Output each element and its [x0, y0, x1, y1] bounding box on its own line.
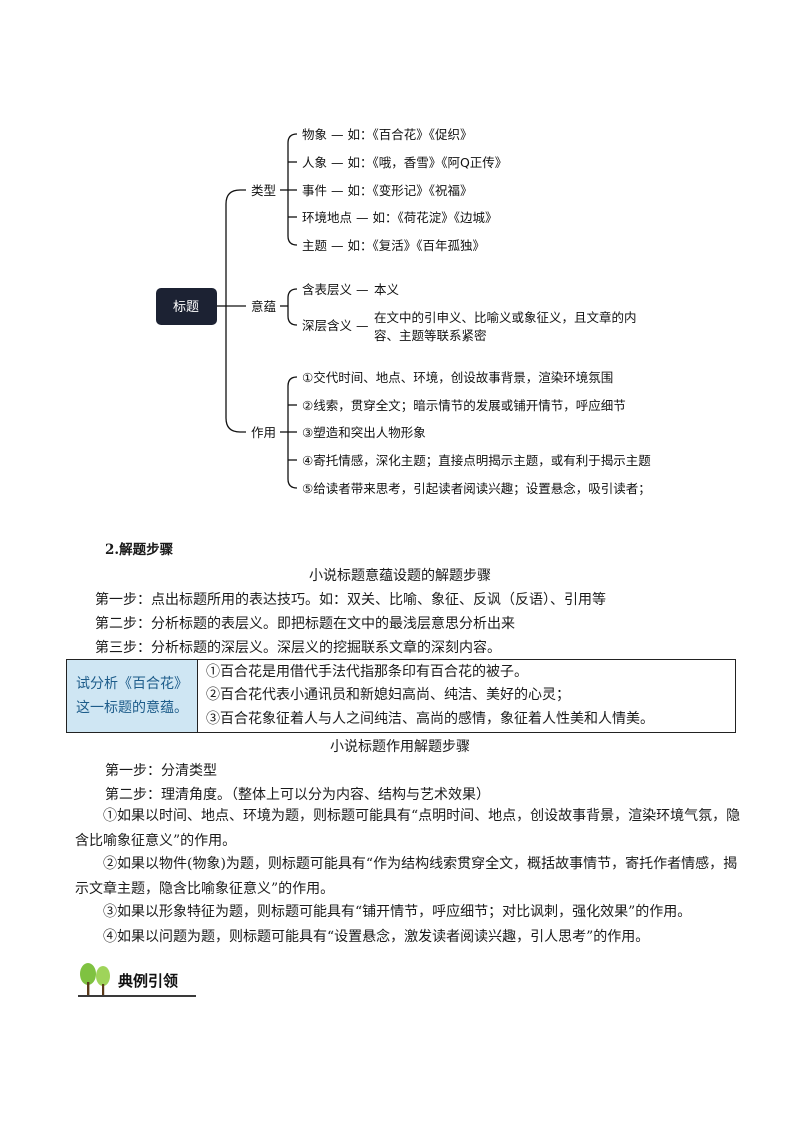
branch-label-meaning: 意蕴	[251, 299, 277, 314]
mindmap-root-node	[156, 288, 217, 325]
example-answer-cell: ①百合花是用借代手法代指那条印有百合花的被子。 ②百合花代表小通讯员和新媳妇高尚…	[197, 659, 736, 733]
meaning-step-2: 第二步：分析标题的表层义。即把标题在文中的最浅层意思分析出来	[95, 616, 515, 632]
function-item-3: ③塑造和突出人物形象	[302, 425, 426, 440]
function-paragraph-2: ②如果以物件(物象)为题，则标题可能具有“作为结构线索贯穿全文，概括故事情节，寄…	[75, 856, 738, 897]
meaning-deep-term: 深层含义 —	[302, 318, 368, 333]
type-item-place: 环境地点 — 如：《荷花淀》《边城》	[302, 210, 497, 225]
function-paragraph-3: ③如果以形象特征为题，则标题可能具有“铺开情节，呼应细节；对比讽刺，强化效果”的…	[103, 904, 692, 920]
type-item-object: 物象 — 如：《百合花》《促织》	[302, 127, 472, 142]
tree-icon	[80, 963, 110, 995]
meaning-surface-text: 本义	[374, 282, 400, 297]
branch-label-function: 作用	[251, 425, 276, 440]
meaning-deep-line-2: 容、主题等联系紧密	[374, 328, 487, 343]
function-paragraph-1: ①如果以时间、地点、环境为题，则标题可能具有“点明时间、地点，创设故事背景，渲染…	[75, 808, 741, 849]
function-item-2: ②线索，贯穿全文；暗示情节的发展或铺开情节，呼应细节	[302, 398, 626, 413]
function-step-1: 第一步：分清类型	[105, 763, 217, 779]
example-question-cell: 试分析《百合花》 这一标题的意蕴。	[66, 659, 198, 733]
title-mindmap: 标题 类型 意蕴 作用 物象 — 如：《百合花》《促织》 人象 — 如：《哦，香…	[156, 127, 651, 496]
example-banner: 典例引领	[78, 962, 200, 1002]
function-steps-title: 小说标题作用解题步骤	[330, 739, 470, 755]
meaning-surface-term: 含表层义 —	[302, 282, 368, 297]
type-item-event: 事件 — 如：《变形记》《祝福》	[302, 183, 472, 198]
branch-label-type: 类型	[251, 183, 276, 198]
example-answer-1: ①百合花是用借代手法代指那条印有百合花的被子。	[206, 663, 528, 680]
example-question-line-1: 试分析《百合花》	[76, 676, 188, 692]
example-answer-3: ③百合花象征着人与人之间纯洁、高尚的感情，象征着人性美和人情美。	[206, 710, 654, 727]
meaning-step-1: 第一步：点出标题所用的表达技巧。如：双关、比喻、象征、反讽（反语）、引用等	[95, 592, 606, 608]
function-item-4: ④寄托情感，深化主题；直接点明揭示主题，或有利于揭示主题	[302, 453, 651, 468]
example-table: 试分析《百合花》 这一标题的意蕴。 ①百合花是用借代手法代指那条印有百合花的被子…	[66, 659, 736, 733]
function-paragraph-4: ④如果以问题为题，则标题可能具有“设置悬念，激发读者阅读兴趣，引人思考”的作用。	[103, 929, 650, 945]
meaning-steps-title: 小说标题意蕴设题的解题步骤	[309, 568, 491, 584]
function-item-1: ①交代时间、地点、环境，创设故事背景，渲染环境氛围	[302, 370, 613, 385]
section-heading: 2.解题步骤	[105, 542, 174, 558]
banner-label: 典例引领	[118, 972, 179, 990]
function-step-2: 第二步：理清角度。（整体上可以分为内容、结构与艺术效果）	[105, 787, 490, 803]
meaning-deep-line-1: 在文中的引申义、比喻义或象征义，且文章的内	[374, 310, 637, 325]
function-item-5: ⑤给读者带来思考，引起读者阅读兴趣；设置悬念，吸引读者；	[302, 481, 651, 496]
type-item-theme: 主题 — 如：《复活》《百年孤独》	[302, 238, 485, 253]
example-answer-2: ②百合花代表小通讯员和新媳妇高尚、纯洁、美好的心灵；	[206, 687, 570, 704]
meaning-step-3: 第三步：分析标题的深层义。深层义的挖掘联系文章的深刻内容。	[95, 640, 501, 656]
banner-underline	[78, 995, 196, 997]
type-item-person: 人象 — 如：《哦，香雪》《阿Q正传》	[302, 155, 507, 170]
example-question-line-2: 这一标题的意蕴。	[76, 700, 188, 716]
mindmap-root-label: 标题	[173, 300, 199, 315]
